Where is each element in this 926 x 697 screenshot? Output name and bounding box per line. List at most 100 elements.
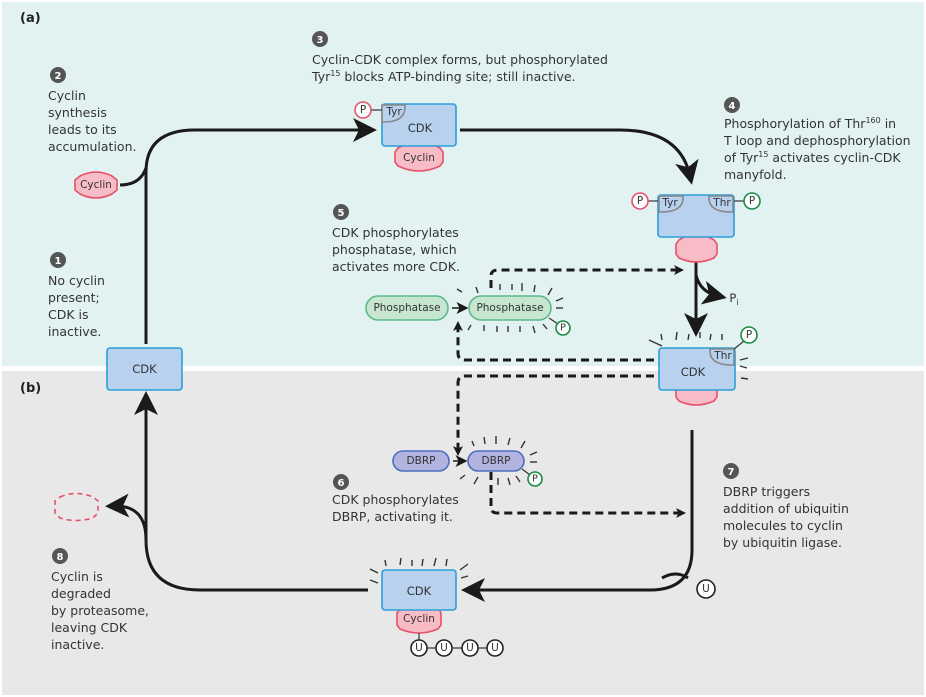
thr-label: Thr [713, 350, 732, 362]
complex-dual-phosphorylated: Tyr Thr P P [631, 192, 761, 263]
caption-line: accumulation. [48, 139, 136, 154]
ubiquitin-chain: U U U U [410, 639, 504, 657]
step-number: 3 [317, 35, 324, 46]
cdk-label: CDK [408, 121, 433, 135]
dashed-arrow-phosphatase-to-cdk [489, 265, 684, 288]
cyclin-label: Cyclin [403, 152, 435, 164]
dbrp-pill [392, 450, 450, 472]
step-5-caption: 5 CDK phosphorylates phosphatase, which … [332, 204, 460, 274]
ubiquitin-label: U [466, 642, 474, 654]
phosphate-label: P [532, 474, 538, 485]
caption-line: addition of ubiquitin [723, 501, 849, 516]
phosphate-link [733, 340, 745, 350]
caption-line: CDK is [48, 307, 89, 322]
step-number: 6 [338, 478, 345, 489]
arrow-pi-release [694, 274, 727, 305]
cdk-box [106, 347, 183, 391]
degraded-cyclin [54, 492, 99, 522]
step-number-badge [333, 474, 349, 490]
step-8-caption: 8 Cyclin is degraded by proteasome, leav… [51, 548, 149, 652]
phosphate-activating [527, 471, 543, 487]
tyr-label: Tyr [661, 197, 678, 209]
step-3-caption: 3 Cyclin-CDK complex forms, but phosphor… [311, 31, 608, 84]
arrow-degradation [105, 493, 148, 541]
panel-a-label: (a) [20, 11, 41, 26]
phosphate-activating [555, 320, 571, 336]
caption-line: manyfold. [724, 167, 787, 182]
caption-line: inactive. [48, 324, 101, 339]
caption-line: Phosphorylation of Thr160 in [724, 116, 896, 131]
caption-line: Cyclin [48, 88, 86, 103]
cyclin-free: Cyclin [74, 171, 118, 199]
step-1-caption: 1 No cyclin present; CDK is inactive. [48, 252, 105, 339]
thr-label: Thr [712, 197, 731, 209]
phosphatase-pill [468, 295, 552, 321]
cyclin-shape [74, 171, 118, 199]
caption-line: activates more CDK. [332, 259, 460, 274]
caption-line: CDK phosphorylates [332, 225, 459, 240]
tyr-site [658, 195, 684, 213]
complex-active: Thr CDK P [648, 326, 758, 406]
phosphate-inhibitory [354, 101, 372, 119]
activity-rays [459, 436, 538, 486]
phosphate-activating [740, 326, 758, 344]
ubiquitin-label: U [415, 642, 423, 654]
caption-line: Cyclin-CDK complex forms, but phosphoryl… [312, 52, 608, 67]
step-number-badge [312, 31, 328, 47]
activity-rays [456, 283, 564, 334]
activity-rays [648, 331, 749, 380]
phosphatase-inactive: Phosphatase [365, 295, 449, 321]
caption-line: by ubiquitin ligase. [723, 535, 842, 550]
phosphate-link [521, 468, 531, 476]
step-6-caption: 6 CDK phosphorylates DBRP, activating it… [332, 474, 459, 524]
caption-line: leads to its [48, 122, 117, 137]
arrow-ubiquitin-join [661, 572, 689, 580]
dbrp-inactive: DBRP [392, 450, 450, 472]
ubiquitin [486, 639, 504, 657]
arrow-cyclin-join [119, 167, 148, 187]
dbrp-active: DBRP P [459, 436, 543, 487]
step-number-badge [50, 67, 66, 83]
arrow-complex-to-activation [460, 128, 699, 185]
phosphate-label: P [749, 195, 755, 207]
cdk-box [381, 569, 457, 611]
ubiquitin-label: U [702, 583, 710, 595]
step-4-caption: 4 Phosphorylation of Thr160 in T loop an… [723, 97, 911, 182]
phosphatase-active: Phosphatase P [456, 283, 571, 336]
step-number: 5 [338, 208, 345, 219]
dashed-arrow-cdk-to-phosphatase [453, 321, 654, 362]
phosphate-inhibitory [631, 192, 649, 210]
step-number: 1 [55, 256, 62, 267]
cyclin-shape [675, 233, 718, 263]
complex-ubiquitinated: Cyclin CDK U U U U [369, 557, 504, 657]
ubiquitin-label: U [491, 642, 499, 654]
step-number-badge [52, 548, 68, 564]
step-number: 4 [729, 101, 736, 112]
dbrp-label: DBRP [482, 455, 511, 467]
step-number-badge [724, 97, 740, 113]
caption-line: molecules to cyclin [723, 518, 843, 533]
dbrp-label: DBRP [407, 455, 436, 467]
inorganic-phosphate-label: Pi [729, 291, 738, 307]
step-number: 7 [728, 467, 735, 478]
activity-rays [369, 557, 469, 584]
caption-line: inactive. [51, 637, 104, 652]
cyclin-label: Cyclin [80, 179, 112, 191]
cdk-label: CDK [407, 584, 432, 598]
phosphate-link [548, 317, 559, 325]
phosphate-label: P [637, 195, 643, 207]
phosphatase-label: Phosphatase [373, 302, 440, 314]
tyr-site [381, 104, 406, 123]
caption-line: DBRP, activating it. [332, 509, 453, 524]
panel-b-label: (b) [20, 381, 41, 396]
dashed-arrow-cdk-to-dbrp [453, 374, 654, 456]
phosphate-label: P [560, 323, 566, 334]
step-number-badge [723, 463, 739, 479]
dashed-arrow-dbrp-to-ligase [489, 472, 686, 518]
dbrp-pill [467, 450, 525, 472]
step-number-badge [50, 252, 66, 268]
phosphatase-label: Phosphatase [476, 302, 543, 314]
caption-line: of Tyr15 activates cyclin-CDK [724, 150, 901, 165]
complex-inhibited: Cyclin Tyr CDK P [354, 101, 457, 172]
